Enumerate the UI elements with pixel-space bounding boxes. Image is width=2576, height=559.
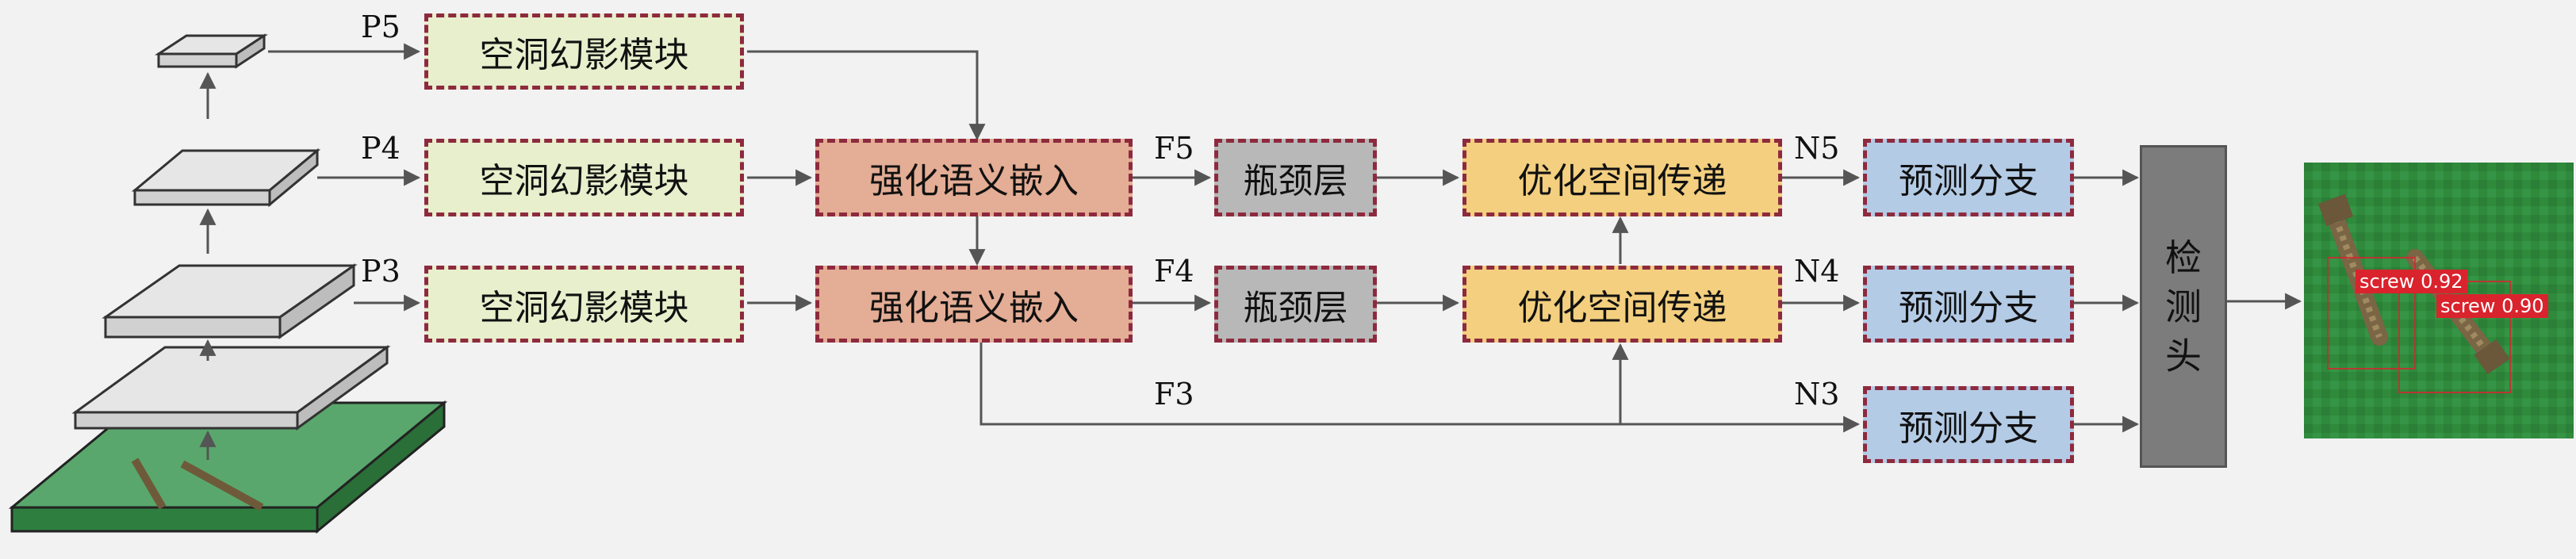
connectors — [268, 43, 2302, 433]
label-f5: F5 — [1154, 131, 1194, 166]
semantic-embedding-bottom: 强化语义嵌入 — [815, 266, 1133, 343]
label-n5: N5 — [1794, 131, 1840, 166]
detection-label-2: screw 0.90 — [2436, 294, 2548, 318]
label-f4: F4 — [1154, 254, 1194, 289]
label-p5: P5 — [361, 10, 401, 44]
detection-head-char-2: 测 — [2165, 285, 2202, 328]
dilated-ghost-module-p5: 空洞幻影模块 — [424, 13, 744, 90]
bbox-1 — [2327, 257, 2416, 369]
label-n3: N3 — [1794, 377, 1840, 412]
prediction-branch-n4: 预测分支 — [1863, 266, 2074, 343]
detection-head-char-1: 检 — [2165, 235, 2202, 279]
bottleneck-bottom: 瓶颈层 — [1214, 266, 1377, 343]
prediction-branch-n5: 预测分支 — [1863, 139, 2074, 216]
spatial-transfer-bottom: 优化空间传递 — [1462, 266, 1782, 343]
feature-layer-c3 — [102, 263, 358, 339]
bottleneck-top: 瓶颈层 — [1214, 139, 1377, 216]
output-detection-image: screw 0.92 screw 0.90 — [2304, 163, 2574, 438]
feature-layer-c2 — [71, 345, 391, 431]
feature-layer-c5 — [154, 33, 269, 69]
detection-head: 检 测 头 — [2140, 145, 2227, 468]
feature-layer-c4 — [131, 147, 321, 208]
dilated-ghost-module-p3: 空洞幻影模块 — [424, 266, 744, 343]
detection-head-char-3: 头 — [2165, 334, 2202, 377]
label-p3: P3 — [361, 254, 401, 289]
backbone-stack — [8, 33, 448, 534]
spatial-transfer-top: 优化空间传递 — [1462, 139, 1782, 216]
label-p4: P4 — [361, 131, 401, 166]
prediction-branch-n3: 预测分支 — [1863, 386, 2074, 463]
detection-label-1: screw 0.92 — [2356, 270, 2467, 293]
dilated-ghost-module-p4: 空洞幻影模块 — [424, 139, 744, 216]
semantic-embedding-top: 强化语义嵌入 — [815, 139, 1133, 216]
label-f3: F3 — [1154, 377, 1194, 412]
label-n4: N4 — [1794, 254, 1840, 289]
